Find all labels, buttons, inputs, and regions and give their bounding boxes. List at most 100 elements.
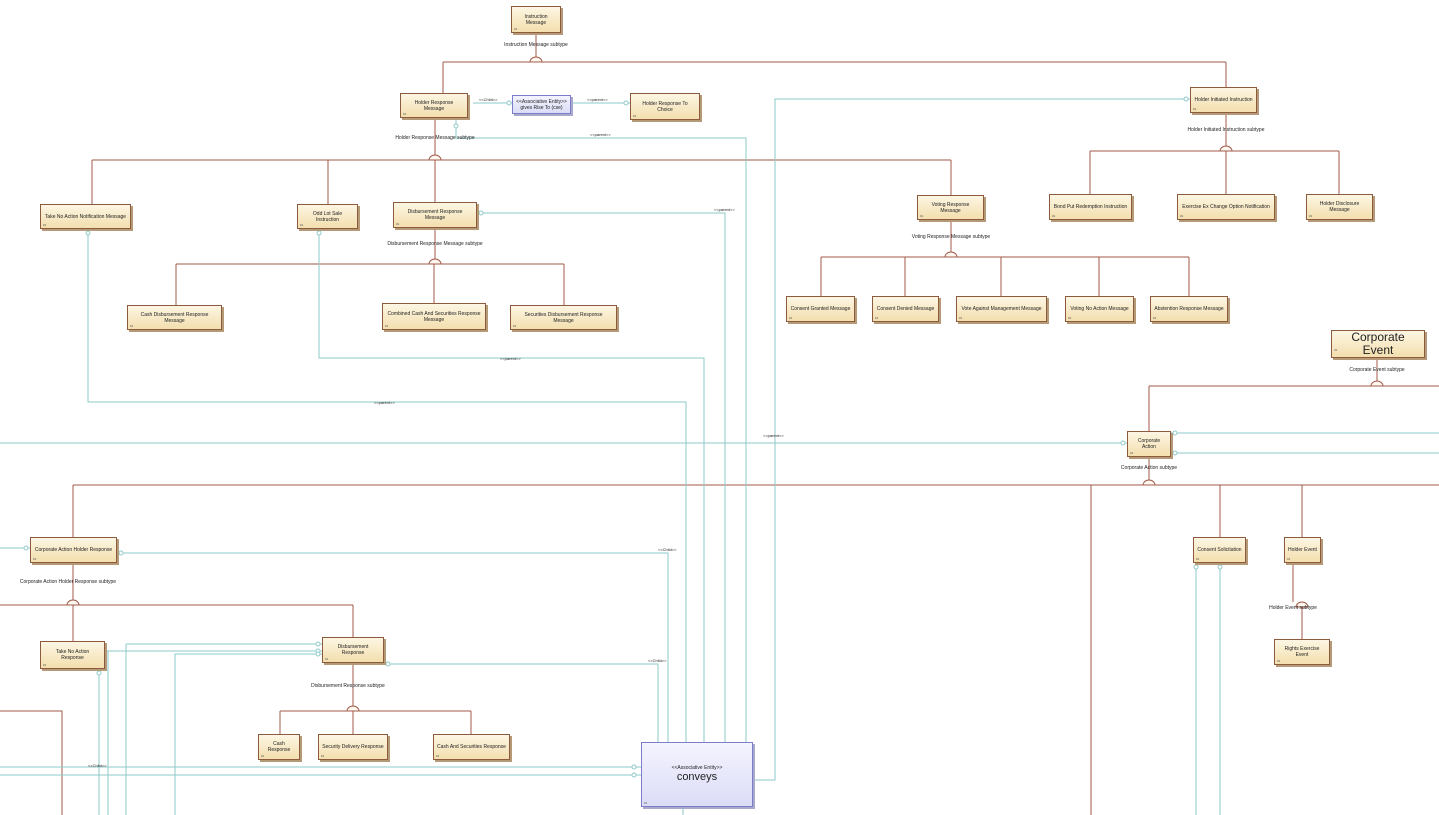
subtype-label: Holder Response Message subtype [395, 135, 475, 141]
entity-label: Holder Disclosure Message [1319, 201, 1360, 213]
entity-number: #1 [959, 316, 963, 320]
role-label-child: <<Child>> [658, 547, 677, 552]
entity-number: #1 [1196, 557, 1200, 561]
entity-consent-denied-message[interactable]: Consent Denied Message #1 [872, 296, 939, 322]
entity-number: #1 [514, 27, 518, 31]
entity-number: #1 [1153, 316, 1157, 320]
entity-cash-and-securities-response[interactable]: Cash And Securities Response #1 [433, 734, 510, 760]
role-label-child: <<Child>> [479, 97, 498, 102]
entity-odd-lot-sale-instruction[interactable]: Odd Lot Sale Instruction #1 [297, 204, 358, 229]
entity-label: Combined Cash And Securities Response Me… [387, 310, 481, 323]
association-end-markers [23, 96, 1223, 778]
entity-combined-cash-and-securities-response-message[interactable]: Combined Cash And Securities Response Me… [382, 303, 486, 330]
entity-bond-put-redemption-instruction[interactable]: Bond Put Redemption Instruction #1 [1049, 194, 1132, 220]
role-label-parent: <<parent>> [374, 400, 395, 405]
entity-number: #1 [789, 316, 793, 320]
entity-corporate-event[interactable]: Corporate Event #1 [1331, 330, 1425, 358]
entity-number: #1 [1193, 107, 1197, 111]
entity-label: Cash Response [267, 741, 291, 753]
entity-number: #1 [130, 324, 134, 328]
entity-label: Holder Response Message [414, 99, 454, 112]
entity-cash-disbursement-response-message[interactable]: Cash Disbursement Response Message #1 [127, 305, 222, 330]
entity-number: #1 [1068, 316, 1072, 320]
entity-number: #1 [1334, 348, 1338, 352]
subtype-label: Voting Response Message subtype [911, 234, 991, 240]
entity-conveys[interactable]: <<Associative Entity>> conveys #1 [641, 742, 753, 807]
entity-number: #1 [261, 754, 265, 758]
entity-label: Voting Response Message [931, 201, 970, 214]
entity-rights-exercise-event[interactable]: Rights Exercise Event #1 [1274, 639, 1330, 665]
role-label-parent: <<parent>> [714, 207, 735, 212]
entity-consent-solicitation[interactable]: Consent Solicitation #1 [1193, 537, 1246, 563]
entity-take-no-action-notification-message[interactable]: Take No Action Notification Message #1 [40, 204, 131, 229]
subtype-label: Disbursement Response subtype [311, 683, 385, 689]
entity-number: #1 [1130, 451, 1134, 455]
entity-holder-response-to-choice[interactable]: Holder Response To Choice #1 [630, 93, 700, 120]
entity-number: #1 [1287, 557, 1291, 561]
entity-voting-response-message[interactable]: Voting Response Message #1 [917, 195, 984, 220]
entity-number: #1 [385, 324, 389, 328]
entity-holder-initiated-instruction[interactable]: Holder Initiated Instruction #1 [1190, 87, 1257, 113]
entity-take-no-action-response[interactable]: Take No Action Response #1 [40, 641, 105, 669]
entity-number: #1 [403, 112, 407, 116]
entity-label: Rights Exercise Event [1284, 646, 1320, 658]
entity-label: Holder Response To Choice [642, 100, 688, 113]
entity-gives-rise-to[interactable]: <<Associative Entity>> gives Rise To (cs… [512, 95, 571, 114]
entity-number: #1 [436, 754, 440, 758]
entity-label: conveys [676, 771, 718, 783]
entity-number: #1 [920, 214, 924, 218]
entity-disbursement-response-message[interactable]: Disbursement Response Message #1 [393, 202, 477, 228]
entity-label: Corporate Action [1137, 438, 1161, 450]
subtype-label: Instruction Message subtype [504, 42, 568, 48]
entity-number: #1 [875, 316, 879, 320]
entity-number: #1 [300, 223, 304, 227]
subtype-label: Holder Initiated Instruction subtype [1187, 127, 1265, 133]
entity-label: Cash And Securities Response [437, 744, 506, 750]
entity-cash-response[interactable]: Cash Response #1 [258, 734, 300, 760]
entity-holder-disclosure-message[interactable]: Holder Disclosure Message #1 [1306, 194, 1373, 220]
role-label-child: <<Child>> [88, 763, 107, 768]
entity-number: #1 [321, 754, 325, 758]
subtype-label: Corporate Action Holder Response subtype [19, 579, 117, 585]
entity-securities-disbursement-response-message[interactable]: Securities Disbursement Response Message… [510, 305, 617, 330]
entity-label: Disbursement Response [337, 644, 369, 656]
entity-label: Consent Granted Message [790, 306, 851, 312]
entity-label: Consent Denied Message [876, 306, 935, 312]
entity-label: Disbursement Response Message [407, 209, 463, 221]
entity-number: #1 [1309, 214, 1313, 218]
subtype-label: Corporate Event subtype [1349, 367, 1405, 373]
entity-number: #1 [1052, 214, 1056, 218]
stereotype-label: <<Associative Entity>> [516, 98, 567, 105]
entity-disbursement-response[interactable]: Disbursement Response #1 [322, 637, 384, 663]
association-lines [0, 98, 1439, 815]
role-label-parent: <<parent>> [587, 97, 608, 102]
role-label-child: <<Child>> [648, 658, 667, 663]
entity-number: #1 [325, 657, 329, 661]
entity-number: #1 [43, 663, 47, 667]
entity-label: Take No Action Notification Message [44, 213, 127, 220]
entity-holder-event[interactable]: Holder Event #1 [1284, 537, 1321, 563]
entity-label: Abstention Response Message [1154, 306, 1224, 312]
entity-label: Corporate Action Holder Response [34, 547, 113, 553]
entity-holder-response-message[interactable]: Holder Response Message #1 [400, 93, 468, 118]
entity-security-delivery-response[interactable]: Security Delivery Response #1 [318, 734, 388, 760]
entity-number: #1 [33, 557, 37, 561]
entity-consent-granted-message[interactable]: Consent Granted Message #1 [786, 296, 855, 322]
entity-vote-against-management-message[interactable]: Vote Against Management Message #1 [956, 296, 1047, 322]
subtype-label: Disbursement Response Message subtype [387, 241, 483, 247]
entity-label: Bond Put Redemption Instruction [1053, 204, 1128, 210]
entity-label: Consent Solicitation [1197, 547, 1242, 553]
role-label-parent: <<parent>> [590, 132, 611, 137]
entity-exercise-ex-change-option-notification[interactable]: Exercise Ex Change Option Notification #… [1177, 194, 1275, 220]
entity-label: Take No Action Response [55, 649, 90, 661]
entity-number: #1 [396, 222, 400, 226]
entity-corporate-action-holder-response[interactable]: Corporate Action Holder Response #1 [30, 537, 117, 563]
entity-abstention-response-message[interactable]: Abstention Response Message #1 [1150, 296, 1228, 322]
entity-label: Holder Initiated Instruction [1194, 97, 1253, 103]
entity-corporate-action[interactable]: Corporate Action #1 [1127, 431, 1171, 457]
generalization-lines [0, 33, 1439, 815]
entity-label: Securities Disbursement Response Message [524, 311, 603, 324]
entity-label: Vote Against Management Message [961, 306, 1042, 312]
entity-instruction-message[interactable]: Instruction Message #1 [511, 6, 561, 33]
entity-voting-no-action-message[interactable]: Voting No Action Message #1 [1065, 296, 1134, 322]
